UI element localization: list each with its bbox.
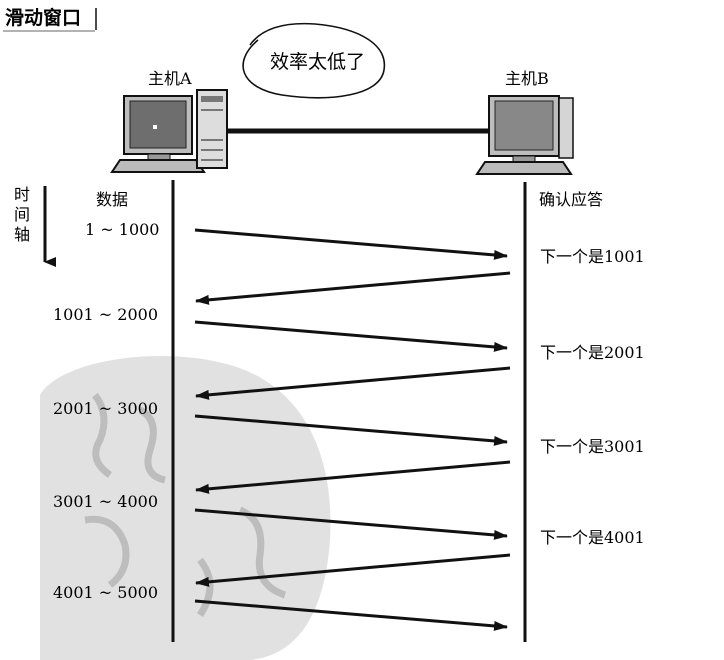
data-arrow xyxy=(194,320,508,352)
segment-range-label: 4001 ~ 5000 xyxy=(53,583,158,602)
computer-icon xyxy=(110,89,228,173)
time-axis-char: 时 xyxy=(14,185,30,204)
watermark-seal xyxy=(40,356,331,660)
computer-icon xyxy=(475,95,574,175)
data-arrow xyxy=(194,414,508,446)
ack-arrow xyxy=(195,271,511,305)
segment-range-label: 2001 ~ 3000 xyxy=(53,399,158,418)
ack-label: 下一个是2001 xyxy=(540,343,645,362)
time-axis-char: 轴 xyxy=(14,225,30,244)
ack-arrow xyxy=(195,553,511,587)
ack-column-header: 确认应答 xyxy=(539,190,603,209)
data-arrow xyxy=(194,599,508,631)
ack-label: 下一个是1001 xyxy=(540,247,645,266)
time-axis-char: 间 xyxy=(14,205,30,224)
segment-range-label: 3001 ~ 4000 xyxy=(53,492,158,511)
data-arrow xyxy=(194,508,508,540)
segment-range-label: 1001 ~ 2000 xyxy=(53,305,158,324)
annotation-scribble xyxy=(242,22,386,99)
ack-label: 下一个是4001 xyxy=(540,528,645,547)
ack-arrow xyxy=(195,366,511,400)
page-title: 滑动窗口 xyxy=(5,6,81,29)
ack-label: 下一个是3001 xyxy=(540,437,645,456)
data-arrow xyxy=(194,228,508,260)
segment-range-label: 1 ~ 1000 xyxy=(85,220,159,239)
data-column-header: 数据 xyxy=(96,190,128,209)
ack-arrow xyxy=(195,460,511,494)
annotation-note: 效率太低了 xyxy=(270,51,365,73)
host-a-label: 主机A xyxy=(148,69,192,88)
host-b-label: 主机B xyxy=(505,69,549,88)
